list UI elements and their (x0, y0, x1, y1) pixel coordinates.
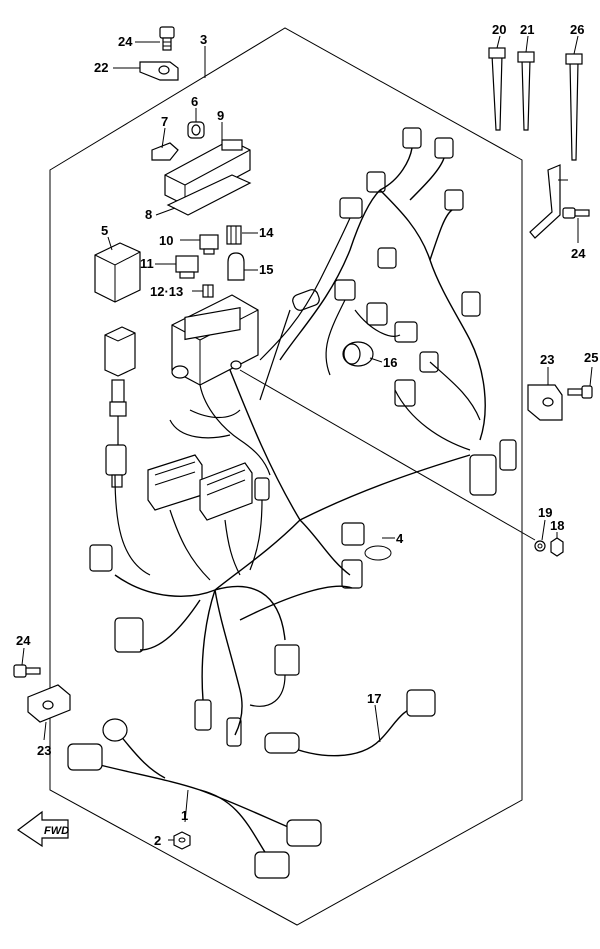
ecu-connector-left (147, 454, 203, 511)
bolt-part-24-right-top (562, 207, 590, 219)
fwd-label: FWD (44, 825, 69, 837)
callout-20: 20 (492, 22, 506, 37)
cable-tie-part-25 (565, 53, 583, 161)
relay-part-11 (175, 255, 199, 279)
callout-4: 4 (396, 531, 404, 546)
assembly-frame (49, 27, 523, 926)
callout-15: 15 (259, 262, 273, 277)
callout-19: 19 (538, 505, 552, 520)
fuse-part-12-13 (202, 284, 214, 298)
callout-11: 11 (140, 256, 154, 271)
harness-part-1 (67, 718, 322, 879)
bracket-part-23-left (27, 684, 71, 723)
washer-part-19 (534, 540, 546, 552)
callout-23-right: 23 (540, 352, 554, 367)
cylinder-sensor-16 (342, 341, 374, 367)
cylinder-sensor-top (292, 289, 320, 311)
callout-12-13: 12·13 (150, 284, 183, 299)
callout-21: 21 (520, 22, 534, 37)
callout-2: 2 (154, 833, 161, 848)
callout-5: 5 (101, 223, 108, 238)
bulb-part-15 (227, 252, 245, 281)
bracket-part-23-right (527, 384, 563, 421)
callout-9: 9 (217, 108, 224, 123)
callout-24-right-top: 24 (571, 246, 586, 261)
bolt-part-24-top (159, 26, 175, 51)
connector-lower-left (89, 544, 300, 747)
callout-24-left: 24 (16, 633, 31, 648)
grommet-part-6 (187, 121, 205, 139)
gasket-part-8 (166, 174, 252, 216)
callout-18: 18 (550, 518, 564, 533)
callout-17: 17 (367, 691, 381, 706)
fwd-arrow: FWD (16, 810, 69, 848)
connector-part-4 (341, 522, 392, 589)
callout-16: 16 (383, 355, 397, 370)
relay-part-14 (226, 225, 242, 245)
callout-24-top: 24 (118, 34, 133, 49)
cable-tie-part-21 (517, 51, 535, 131)
bracket-part-26 (529, 164, 561, 239)
ecu-connector-right (199, 462, 253, 521)
harness-part-17 (264, 689, 436, 757)
bracket-part-22 (139, 61, 179, 81)
nut-part-2 (173, 831, 191, 850)
callout-25: 26 (570, 22, 584, 37)
main-wiring-harness (114, 147, 486, 736)
clip-part-7 (151, 142, 179, 161)
callout-7: 7 (161, 114, 168, 129)
callout-8: 8 (145, 207, 152, 222)
relay-block-part-5 (94, 242, 141, 303)
callout-6: 6 (191, 94, 198, 109)
relay-part-10 (199, 234, 219, 255)
callout-14: 14 (259, 225, 274, 240)
leader-lines (21, 35, 593, 841)
bolt-part-24-left (13, 664, 41, 678)
callout-1: 1 (181, 808, 188, 823)
callout-10: 10 (159, 233, 173, 248)
cable-tie-part-20 (488, 47, 506, 131)
fuse-box-cover-part-9 (164, 139, 251, 206)
nut-part-18 (550, 537, 564, 557)
callout-3: 3 (200, 32, 207, 47)
small-connector-center (254, 477, 270, 501)
callout-22: 22 (94, 60, 108, 75)
callout-24-right-mid: 25 (584, 350, 598, 365)
bolt-part-24-right-mid (567, 385, 593, 399)
connector-tall-left (104, 326, 136, 417)
connector-left-mid (105, 444, 127, 488)
callout-23-left: 23 (37, 743, 51, 758)
callout-labels: 24 22 3 6 7 9 8 5 10 14 11 15 12·13 16 4… (16, 22, 598, 848)
main-fuse-box (171, 294, 259, 386)
